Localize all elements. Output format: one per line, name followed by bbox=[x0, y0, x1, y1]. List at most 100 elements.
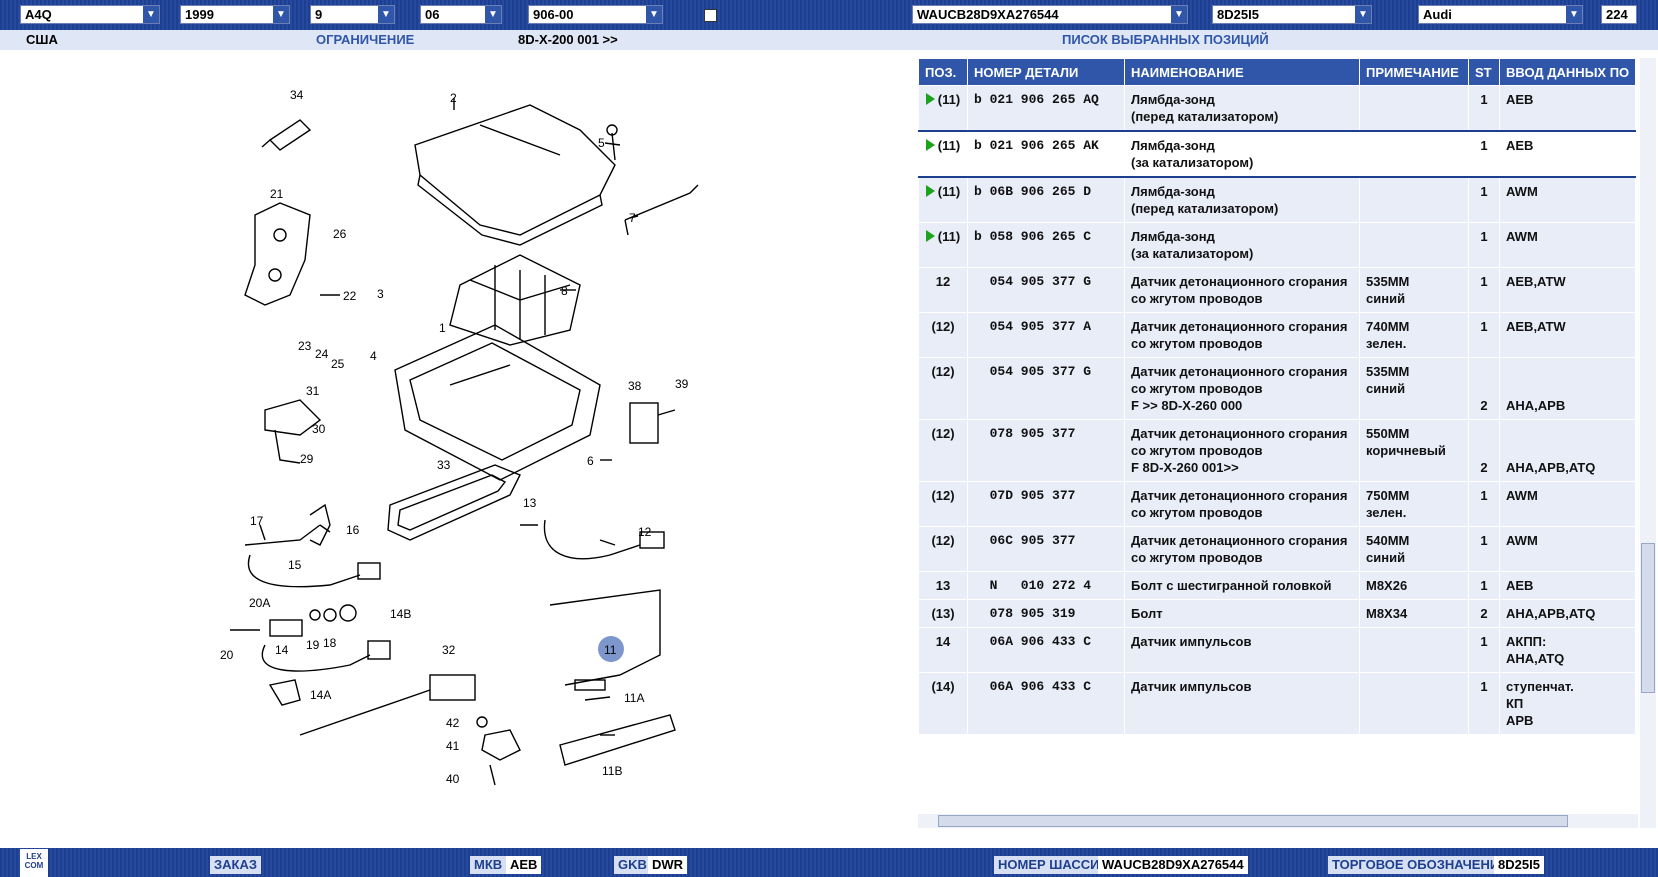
callout-label[interactable]: 5 bbox=[598, 136, 605, 150]
col-note-header[interactable]: ПРИМЕЧАНИЕ bbox=[1359, 58, 1469, 86]
chevron-down-icon[interactable]: ▼ bbox=[378, 6, 394, 23]
col-name-header[interactable]: НАИМЕНОВАНИЕ bbox=[1124, 58, 1360, 86]
callout-label[interactable]: 38 bbox=[628, 379, 642, 393]
callout-label[interactable]: 8 bbox=[561, 284, 568, 298]
play-marker-icon[interactable] bbox=[925, 93, 935, 105]
page-field[interactable]: 224 bbox=[1601, 5, 1637, 24]
col-pos-header[interactable]: ПОЗ. bbox=[918, 58, 968, 86]
callout-label[interactable]: 29 bbox=[300, 452, 314, 466]
order-button[interactable]: ЗАКАЗ bbox=[210, 856, 261, 874]
year-select[interactable]: 1999▼ bbox=[180, 5, 290, 24]
horizontal-scrollbar[interactable] bbox=[918, 814, 1638, 828]
callout-label[interactable]: 17 bbox=[250, 514, 264, 528]
callout-label[interactable]: 16 bbox=[346, 523, 360, 537]
callout-label[interactable]: 40 bbox=[446, 772, 460, 786]
name-cell: Датчик импульсов bbox=[1124, 672, 1360, 735]
callout-label[interactable]: 14B bbox=[390, 607, 411, 621]
horizontal-scroll-thumb[interactable] bbox=[938, 815, 1568, 827]
vin-select[interactable]: WAUCB28D9XA276544▼ bbox=[912, 5, 1188, 24]
callout-label[interactable]: 2 bbox=[450, 91, 457, 105]
name-cell: Лямбда-зонд (за катализатором) bbox=[1124, 222, 1360, 268]
callout-label[interactable]: 32 bbox=[442, 643, 456, 657]
callout-label[interactable]: 14 bbox=[275, 643, 289, 657]
name-cell: Лямбда-зонд (за катализатором) bbox=[1124, 130, 1360, 178]
callout-label[interactable]: 20 bbox=[220, 648, 234, 662]
chevron-down-icon[interactable]: ▼ bbox=[1171, 6, 1187, 23]
top-toolbar: A4Q▼ 1999▼ 9▼ 06▼ 906-00▼ WAUCB28D9XA276… bbox=[0, 0, 1658, 30]
callout-label[interactable]: 34 bbox=[290, 88, 304, 102]
field4-select[interactable]: 06▼ bbox=[420, 5, 502, 24]
st-cell: 2 bbox=[1468, 419, 1500, 482]
callout-label[interactable]: 12 bbox=[638, 525, 652, 539]
st-cell-text: 1 bbox=[1480, 274, 1488, 289]
vertical-scroll-thumb[interactable] bbox=[1641, 543, 1655, 693]
chevron-down-icon[interactable]: ▼ bbox=[485, 6, 501, 23]
callout-label[interactable]: 3 bbox=[377, 287, 384, 301]
callout-label[interactable]: 19 bbox=[306, 638, 320, 652]
callout-label[interactable]: 33 bbox=[437, 458, 451, 472]
chevron-down-icon[interactable]: ▼ bbox=[1355, 6, 1371, 23]
option-checkbox[interactable] bbox=[704, 9, 717, 22]
callout-label[interactable]: 13 bbox=[523, 496, 537, 510]
callout-label[interactable]: 39 bbox=[675, 377, 689, 391]
callout-label[interactable]: 41 bbox=[446, 739, 460, 753]
callout-label[interactable]: 11B bbox=[602, 764, 622, 778]
play-marker-icon[interactable] bbox=[925, 139, 935, 151]
part-number-cell: 06A 906 433 C bbox=[967, 672, 1125, 735]
callout-label[interactable]: 6 bbox=[587, 454, 594, 468]
callout-label[interactable]: 4 bbox=[370, 349, 377, 363]
model-select[interactable]: A4Q▼ bbox=[20, 5, 160, 24]
callout-label[interactable]: 18 bbox=[323, 636, 337, 650]
field3-select[interactable]: 9▼ bbox=[310, 5, 395, 24]
brand-select[interactable]: Audi▼ bbox=[1418, 5, 1583, 24]
callout-label[interactable]: 23 bbox=[298, 339, 312, 353]
callout-label[interactable]: 25 bbox=[331, 357, 345, 371]
callout-label[interactable]: 30 bbox=[312, 422, 326, 436]
callout-label[interactable]: 14A bbox=[310, 688, 331, 702]
callout-label[interactable]: 22 bbox=[343, 289, 357, 303]
col-input-header[interactable]: ВВОД ДАННЫХ ПО bbox=[1498, 58, 1637, 86]
col-st-header[interactable]: ST bbox=[1468, 58, 1500, 86]
chevron-down-icon[interactable]: ▼ bbox=[273, 6, 289, 23]
callout-label[interactable]: 20A bbox=[249, 596, 270, 610]
callout-label[interactable]: 42 bbox=[446, 716, 460, 730]
col-part-header[interactable]: НОМЕР ДЕТАЛИ bbox=[967, 58, 1125, 86]
selected-position-marker[interactable] bbox=[598, 636, 624, 662]
input-cell: AEB,ATW bbox=[1498, 267, 1637, 313]
play-marker-icon[interactable] bbox=[925, 230, 935, 242]
callout-label[interactable]: 26 bbox=[333, 227, 347, 241]
chevron-down-icon[interactable]: ▼ bbox=[143, 6, 159, 23]
vertical-scrollbar[interactable] bbox=[1640, 58, 1656, 828]
callout-label[interactable]: 7 bbox=[629, 211, 636, 225]
selected-list-label[interactable]: ПИСОК ВЫБРАННЫХ ПОЗИЦИЙ bbox=[1062, 32, 1269, 47]
chevron-down-icon[interactable]: ▼ bbox=[646, 6, 662, 23]
play-marker-icon[interactable] bbox=[925, 185, 935, 197]
callout-label[interactable]: 11 bbox=[604, 643, 617, 657]
callout-label[interactable]: 24 bbox=[315, 347, 329, 361]
name-cell: Датчик детонационного сгорания со жгутом… bbox=[1124, 526, 1360, 572]
group-select[interactable]: 906-00▼ bbox=[528, 5, 663, 24]
part-number-cell-text: 07D 905 377 bbox=[974, 488, 1076, 503]
chevron-down-icon[interactable]: ▼ bbox=[1566, 6, 1582, 23]
callout-label[interactable]: 15 bbox=[288, 558, 302, 572]
callout-label[interactable]: 11A bbox=[624, 691, 644, 705]
parts-diagram[interactable]: 34 2 5 7 21 26 22 3 8 1 23 24 25 4 38 39… bbox=[220, 85, 740, 835]
code-select[interactable]: 8D25I5▼ bbox=[1212, 5, 1372, 24]
callout-label[interactable]: 1 bbox=[439, 321, 446, 335]
callout-label[interactable]: 21 bbox=[270, 187, 284, 201]
callout-label[interactable]: 31 bbox=[306, 384, 320, 398]
